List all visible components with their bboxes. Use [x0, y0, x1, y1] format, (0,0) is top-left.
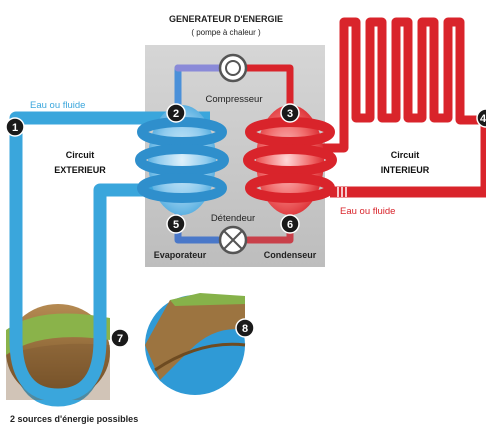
ground-loop-pipe: [9, 300, 107, 402]
evaporator-coils: [135, 117, 229, 203]
svg-text:1: 1: [12, 122, 18, 134]
flow-arrows-right: [337, 187, 347, 197]
marker-2: 2: [166, 103, 186, 123]
fluid-label-right: Eau ou fluide: [340, 206, 395, 217]
title-line-2: ( pompe à chaleur ): [191, 28, 261, 37]
exterior-circuit-label-2: EXTERIEUR: [54, 165, 106, 175]
svg-text:4: 4: [480, 113, 486, 125]
marker-3: 3: [280, 103, 300, 123]
marker-1: 1: [5, 117, 25, 137]
footer-caption: 2 sources d'énergie possibles: [10, 414, 138, 424]
svg-text:6: 6: [287, 219, 293, 231]
heating-coil: [300, 17, 486, 153]
expansion-label: Détendeur: [211, 213, 255, 224]
energy-source-water: [145, 293, 246, 395]
exterior-circuit-label-1: Circuit: [66, 150, 95, 160]
condenser-label: Condenseur: [264, 250, 317, 260]
evaporator-exchanger: [148, 105, 216, 215]
title-line-1: GENERATEUR D'ENERGIE: [169, 14, 283, 24]
fluid-label-left: Eau ou fluide: [30, 100, 85, 111]
svg-text:3: 3: [287, 108, 293, 120]
svg-text:5: 5: [173, 219, 179, 231]
marker-5: 5: [166, 214, 186, 234]
svg-text:2: 2: [173, 108, 179, 120]
marker-4: 4: [476, 108, 486, 128]
marker-8: 8: [235, 318, 255, 338]
condenser-exchanger: [256, 105, 324, 215]
marker-6: 6: [280, 214, 300, 234]
svg-text:8: 8: [242, 323, 248, 335]
svg-text:7: 7: [117, 333, 123, 345]
compressor-label: Compresseur: [205, 94, 262, 105]
flow-arrows-left: [33, 272, 43, 291]
interior-circuit-pipe: [330, 120, 486, 198]
evaporator-label: Evaporateur: [154, 250, 207, 260]
expansion-valve-icon: [218, 225, 248, 255]
marker-7: 7: [110, 328, 130, 348]
interior-circuit-label-2: INTERIEUR: [381, 165, 430, 175]
compressor-icon: [218, 53, 248, 83]
interior-circuit-label-1: Circuit: [391, 150, 420, 160]
